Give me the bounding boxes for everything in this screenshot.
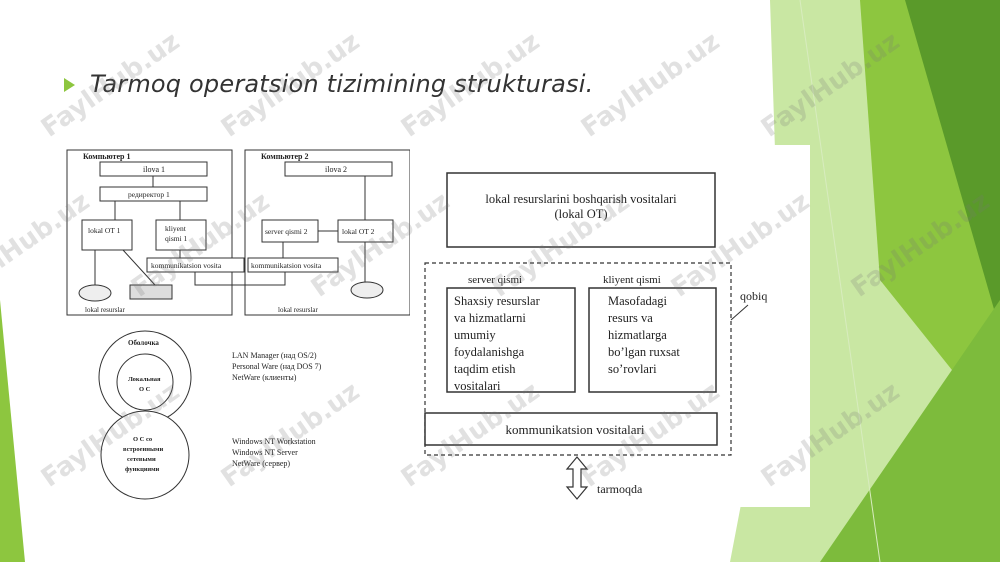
- client-line-4: bo’lgan ruxsat: [608, 345, 680, 359]
- shell-inner-circle: [116, 353, 174, 411]
- client-line-1: Masofadagi: [608, 294, 668, 308]
- client-part-box: [588, 287, 717, 393]
- kliyent1-label-1: kliyent: [165, 224, 187, 233]
- builtin-os-label-2: встроенными: [123, 446, 163, 453]
- disk2-icon: [350, 281, 384, 299]
- deco-shape-dark: [905, 0, 1000, 330]
- right-diagram: lokal resurslarini boshqarish vositalari…: [410, 145, 810, 507]
- builtin-note-1: Windows NT Workstation: [232, 437, 316, 446]
- builtin-note-2: Windows NT Server: [232, 448, 298, 457]
- computer1-frame: [66, 149, 233, 316]
- ilova2-label: ilova 2: [325, 165, 347, 174]
- server-line-2: va hizmatlarni: [454, 311, 526, 325]
- shell-note-1: LAN Manager (над OS/2): [232, 351, 317, 360]
- komm-box: [424, 412, 718, 446]
- builtin-os-label-1: О С со: [133, 436, 152, 443]
- shell-inner-label-1: Локальная: [128, 376, 161, 383]
- double-arrow-icon: [565, 456, 589, 500]
- qobiq-pointer: [730, 304, 749, 321]
- bullet-arrow-icon: [64, 78, 75, 92]
- komm-label: kommunikatsion vositalari: [505, 422, 644, 437]
- server-line-1: Shaxsiy resurslar: [454, 294, 541, 308]
- lokal-ot1-box: [81, 219, 133, 251]
- printer-icon: [129, 284, 173, 300]
- client-line-2: resurs va: [608, 311, 653, 325]
- slide-title-text: Tarmoq operatsion tizimining strukturasi…: [90, 70, 594, 98]
- server-line-3: umumiy: [454, 328, 496, 342]
- deco-shape-bottom: [820, 300, 1000, 562]
- disk1-icon: [78, 284, 112, 302]
- builtin-note-3: NetWare (сервер): [232, 459, 290, 468]
- resources1-label: lokal resurslar: [85, 306, 126, 314]
- left-diagram: Компьютер 1 ilova 1 редиректор 1 lokal O…: [55, 145, 415, 515]
- deco-shape-left: [0, 300, 25, 562]
- slide-title: Tarmoq operatsion tizimining strukturasi…: [64, 70, 594, 98]
- builtin-os-label-3: сетевыми: [127, 456, 156, 463]
- shell-dashed-frame: [424, 262, 732, 456]
- shell-note-2: Personal Ware (над DOS 7): [232, 362, 322, 371]
- lokal-ot2-label: lokal OT 2: [342, 227, 375, 236]
- network-link: [194, 272, 286, 286]
- shell-inner-label-2: О С: [139, 386, 151, 393]
- arrow-lokal1-printer: [122, 249, 156, 286]
- server-line-6: vositalari: [454, 379, 501, 393]
- komm2-label: kommunikatsion vosita: [251, 261, 322, 270]
- kliyent1-label-2: qismi 1: [165, 234, 188, 243]
- redirector1-label: редиректор 1: [128, 190, 170, 199]
- server2-label: server qismi 2: [265, 227, 308, 236]
- builtin-os-circle: [100, 410, 190, 500]
- komm1-label: kommunikatsion vosita: [151, 261, 222, 270]
- deco-line: [799, 0, 881, 562]
- client-part-label: kliyent qismi: [603, 274, 661, 286]
- server-line-4: foydalanishga: [454, 345, 525, 359]
- qobiq-label: qobiq: [740, 289, 767, 303]
- tarmoq-label: tarmoqda: [597, 482, 643, 496]
- computer2-title: Компьютер 2: [261, 152, 308, 161]
- local-ot-label-1: lokal resurslarini boshqarish vositalari: [485, 192, 677, 206]
- server-part-box: [446, 287, 576, 393]
- shell-note-3: NetWare (клиенты): [232, 373, 297, 382]
- lokal-ot1-label: lokal OT 1: [88, 226, 121, 235]
- kliyent1-box: [155, 219, 207, 251]
- shell-outer-label: Оболочка: [128, 339, 159, 347]
- local-ot-box: [446, 172, 716, 248]
- computer1-title: Компьютер 1: [83, 152, 130, 161]
- local-ot-label-2: (lokal OT): [554, 207, 607, 221]
- ilova1-label: ilova 1: [143, 165, 165, 174]
- server-line-5: taqdim etish: [454, 362, 516, 376]
- komm2-box: [247, 257, 339, 273]
- client-line-3: hizmatlarga: [608, 328, 667, 342]
- builtin-os-label-4: функциями: [125, 466, 160, 473]
- server-part-label: server qismi: [468, 274, 522, 286]
- client-line-5: so’rovlari: [608, 362, 657, 376]
- ilova2-box: [284, 161, 393, 177]
- resources2-label: lokal resurslar: [278, 306, 319, 314]
